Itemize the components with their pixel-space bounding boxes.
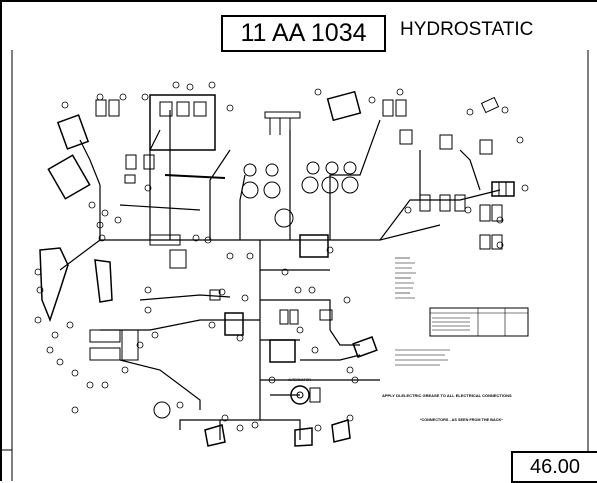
part-number-box: 11 AA 1034 xyxy=(221,15,386,52)
battery xyxy=(352,336,378,358)
gauge-2 xyxy=(301,176,319,194)
callout-balloons xyxy=(34,81,529,432)
page-title: HYDROSTATIC xyxy=(400,19,534,40)
part-number: 11 AA 1034 xyxy=(240,19,367,47)
key-switch xyxy=(274,208,294,228)
horn xyxy=(153,401,171,419)
page-number-box: 46.00 xyxy=(511,451,597,483)
right-light xyxy=(326,90,362,122)
alternator-label: ALTERNATOR xyxy=(288,378,311,382)
legend xyxy=(395,257,529,366)
grease-note: APPLY DI-ELECTRIC GREASE TO ALL ELECTRIC… xyxy=(382,393,512,398)
fuse-block xyxy=(491,181,515,197)
gauge-1 xyxy=(241,181,259,199)
solenoid xyxy=(224,312,244,336)
page-number: 46.00 xyxy=(529,456,581,478)
alternator xyxy=(290,385,310,405)
control-module xyxy=(149,94,216,151)
connectors-note: *CONNECTORS - AS SEEN FROM THE BACK* xyxy=(420,418,503,422)
components xyxy=(39,90,515,447)
relay-block xyxy=(47,154,91,200)
frame-bracket xyxy=(39,247,69,323)
parts-table xyxy=(429,307,529,337)
left-light xyxy=(56,114,90,150)
